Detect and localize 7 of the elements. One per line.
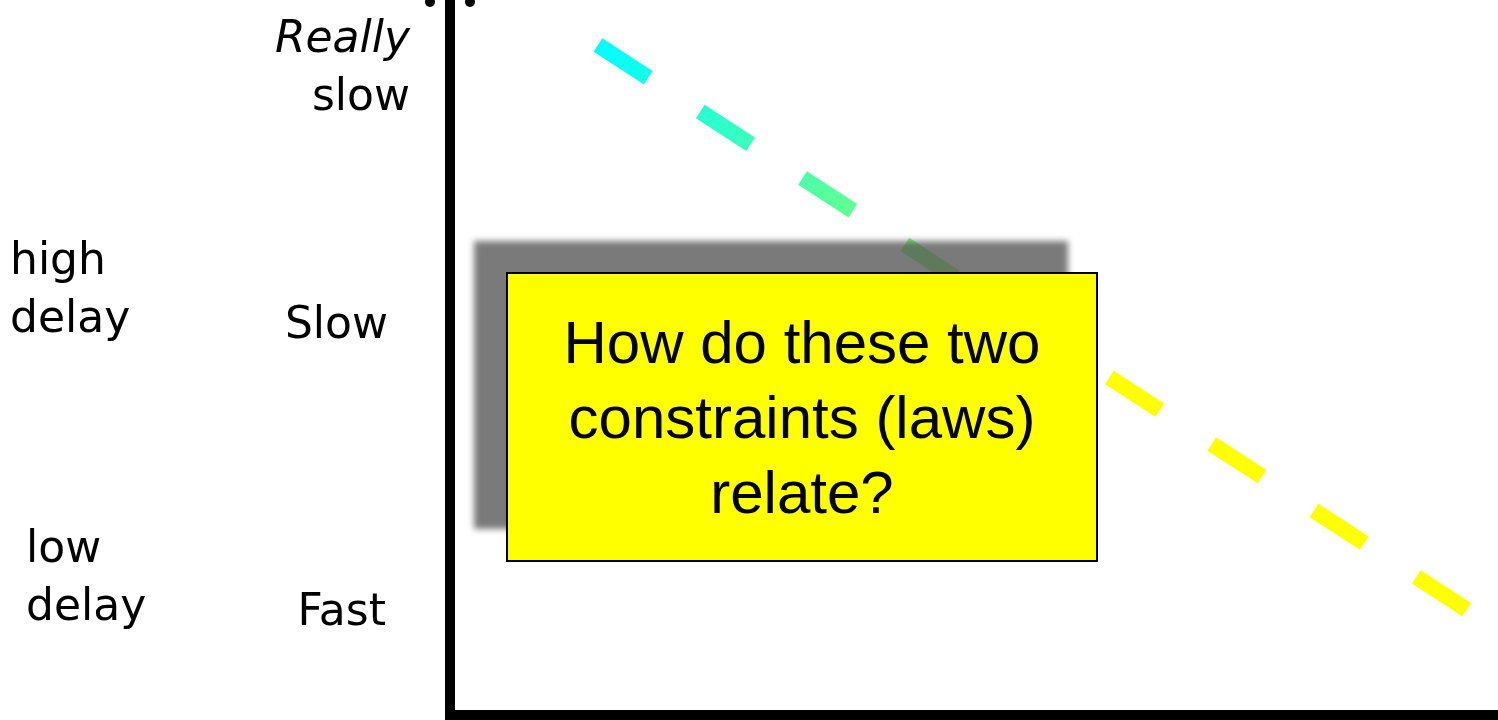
axis-label: Slow (283, 296, 388, 350)
axis-label: Really slow (273, 10, 410, 122)
question-box (506, 272, 1098, 562)
axis-label: low delay (26, 520, 148, 632)
axis-label: Fast (296, 583, 386, 637)
axis-label: high delay (10, 232, 132, 344)
question-text: How do these two constraints (laws) relate? (562, 307, 1042, 528)
